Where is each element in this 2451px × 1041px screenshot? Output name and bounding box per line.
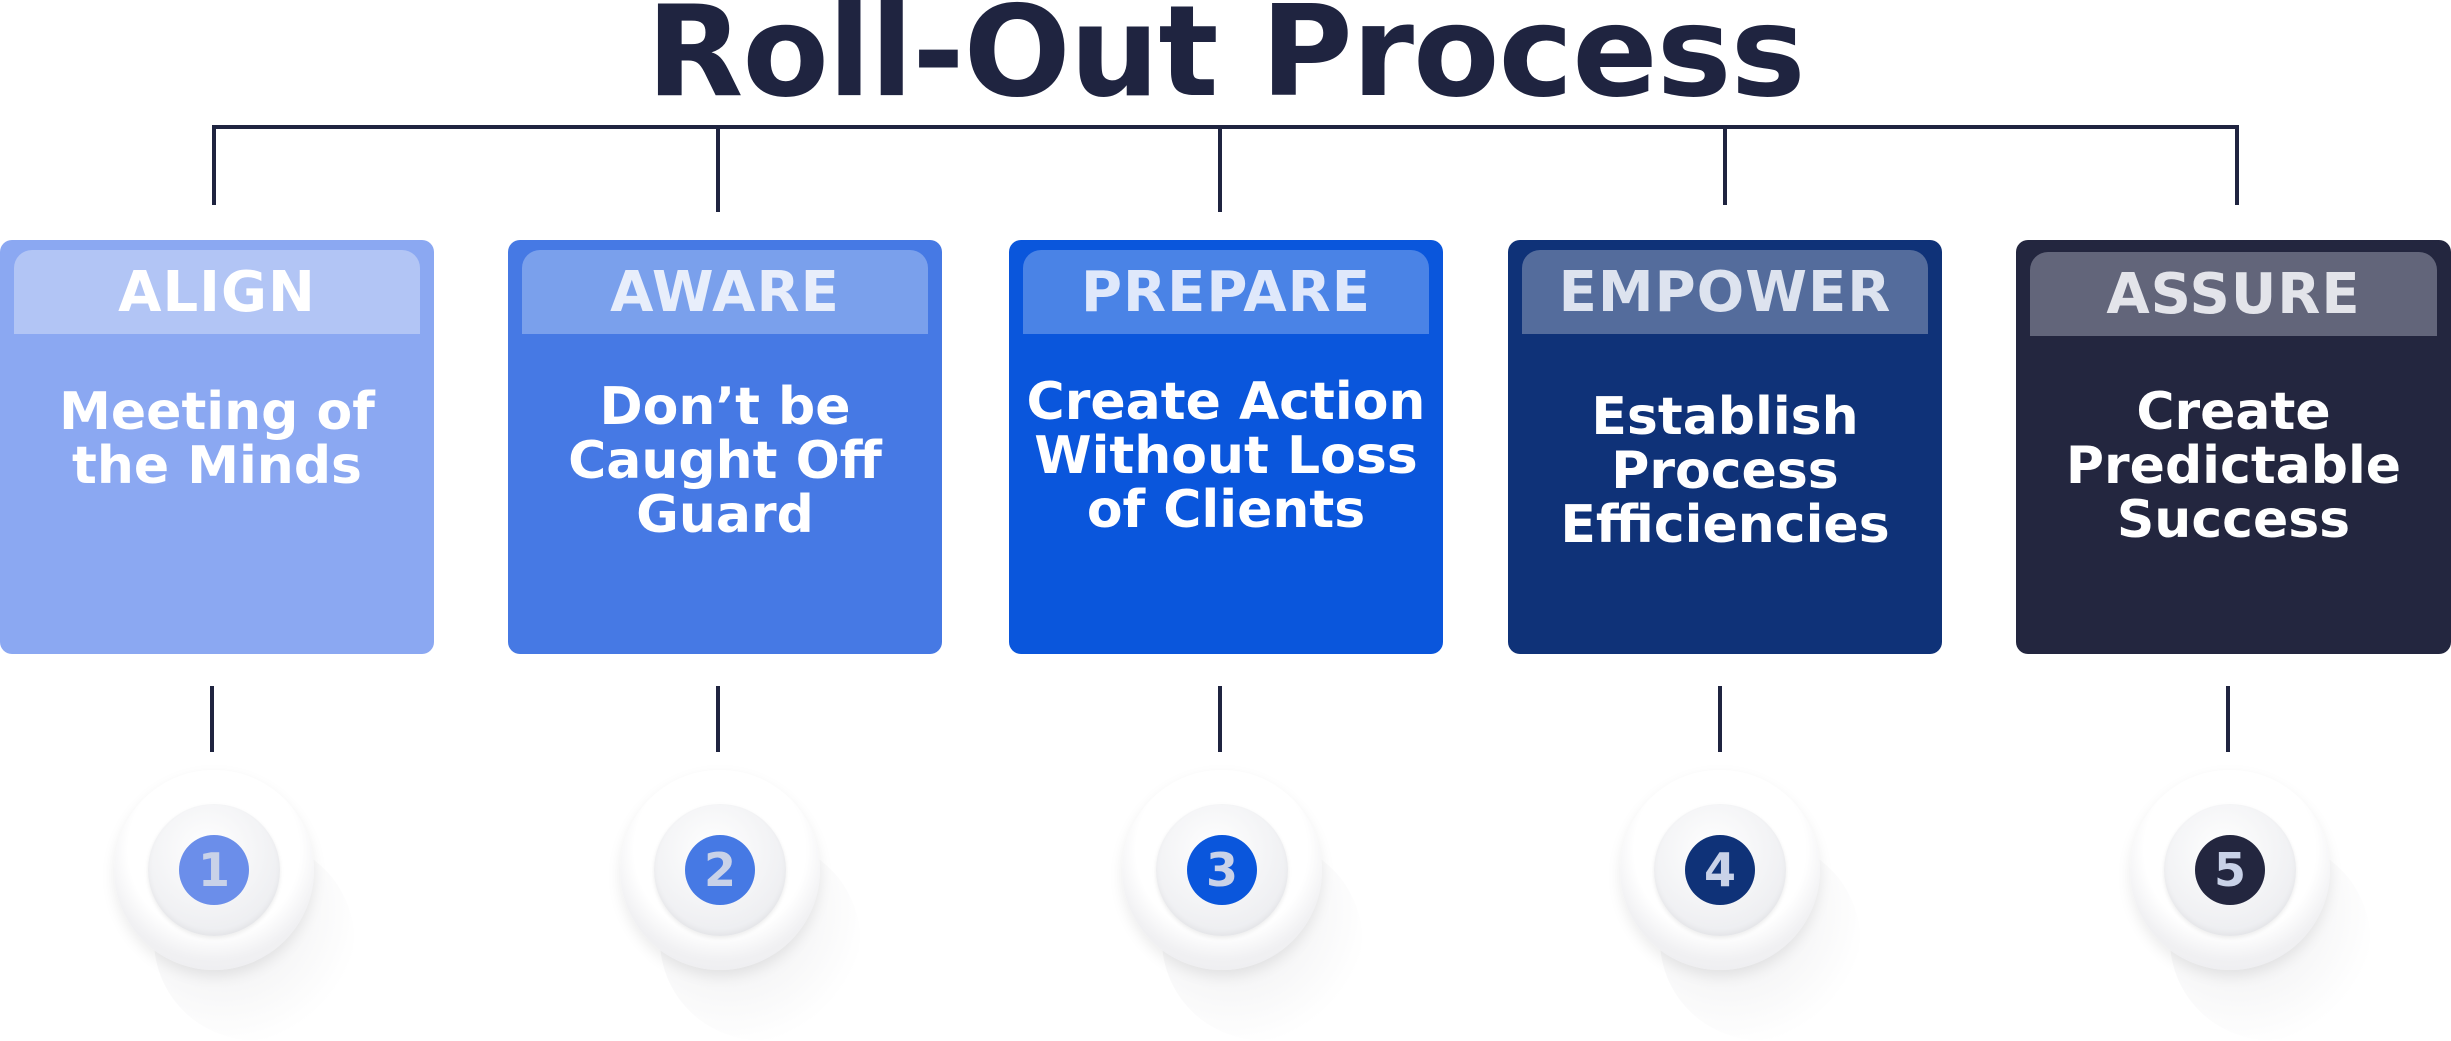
step-label: EMPOWER xyxy=(1558,259,1892,325)
connector-lines xyxy=(212,125,2239,212)
step-number-disc-2: 2 xyxy=(620,770,860,1040)
step-number-disc-3: 3 xyxy=(1122,770,1362,1040)
step-number: 5 xyxy=(2195,835,2265,905)
step-card-assure: ASSURE Create Predictable Success xyxy=(2016,240,2451,654)
step-card-align: ALIGN Meeting of the Minds xyxy=(0,240,434,654)
step-label: AWARE xyxy=(610,259,840,325)
step-tab-empower: EMPOWER xyxy=(1522,250,1928,334)
step-number: 2 xyxy=(685,835,755,905)
step-number-disc-5: 5 xyxy=(2130,770,2370,1040)
step-text: Create Action Without Loss of Clients xyxy=(1026,372,1426,540)
step-tab-aware: AWARE xyxy=(522,250,928,334)
step-text: Establish Process Efficiencies xyxy=(1560,387,1890,555)
step-number-disc-1: 1 xyxy=(114,770,354,1040)
step-card-aware: AWARE Don’t be Caught Off Guard xyxy=(508,240,942,654)
step-stem xyxy=(716,686,720,752)
step-text: Don’t be Caught Off Guard xyxy=(568,377,882,545)
step-text: Meeting of the Minds xyxy=(59,382,375,496)
step-stem xyxy=(1218,686,1222,752)
step-tab-prepare: PREPARE xyxy=(1023,250,1429,334)
step-label: ALIGN xyxy=(118,259,316,325)
step-text: Create Predictable Success xyxy=(2065,382,2402,550)
step-label: ASSURE xyxy=(2106,261,2361,327)
page-title: Roll-Out Process xyxy=(646,0,1805,125)
step-stem xyxy=(1718,686,1722,752)
step-tab-align: ALIGN xyxy=(14,250,420,334)
step-tab-assure: ASSURE xyxy=(2030,252,2437,336)
step-number: 3 xyxy=(1187,835,1257,905)
step-number: 4 xyxy=(1685,835,1755,905)
step-label: PREPARE xyxy=(1080,259,1372,325)
step-stem xyxy=(210,686,214,752)
step-number: 1 xyxy=(179,835,249,905)
step-card-empower: EMPOWER Establish Process Efficiencies xyxy=(1508,240,1942,654)
step-number-disc-4: 4 xyxy=(1620,770,1860,1040)
step-stem xyxy=(2226,686,2230,752)
step-card-prepare: PREPARE Create Action Without Loss of Cl… xyxy=(1009,240,1443,654)
